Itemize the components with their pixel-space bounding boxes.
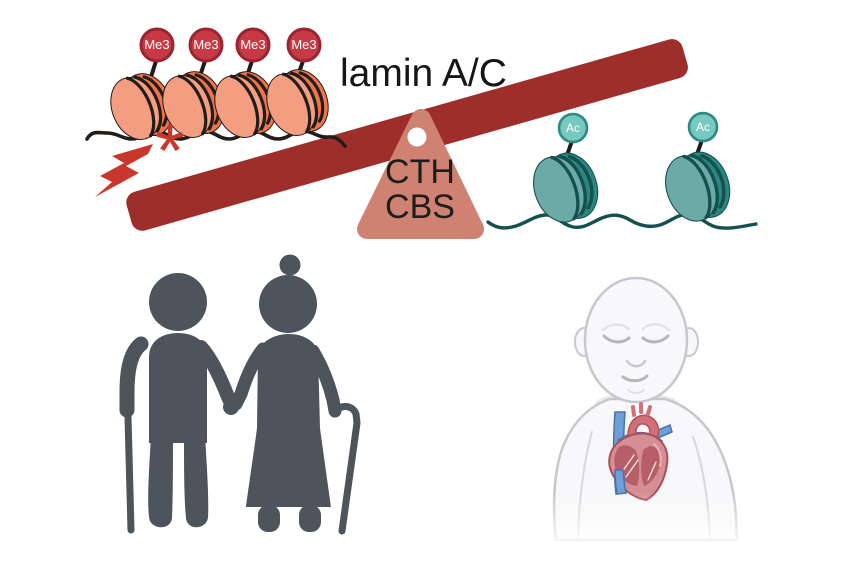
infant-nose — [625, 359, 647, 368]
man-leg — [148, 436, 173, 528]
fulcrum-label-cth: CTH — [385, 153, 455, 191]
man-torso — [149, 333, 207, 443]
elderly-couple-icon — [119, 251, 361, 535]
closed-eye — [641, 334, 670, 344]
lightning-bolt-icon — [95, 144, 153, 197]
infant-with-heart-icon — [540, 276, 755, 554]
chordae-lines — [621, 454, 657, 481]
woman-foot — [299, 505, 321, 532]
ac-label: Ac — [565, 121, 580, 135]
fulcrum-triangle — [357, 109, 484, 239]
man-head — [149, 273, 207, 331]
elderly-woman — [223, 251, 361, 535]
man-left-arm — [119, 336, 149, 418]
fulcrum-label-cbs: CBS — [385, 188, 455, 226]
nucleosome-methylated — [256, 59, 339, 146]
woman-head — [259, 275, 317, 333]
man-cane — [124, 413, 135, 534]
woman-left-arm — [229, 342, 270, 411]
elderly-man — [119, 273, 239, 534]
aorta-branches — [631, 402, 652, 417]
woman-dress — [246, 334, 331, 507]
methylated-chromatin: * — [85, 27, 347, 197]
man-leg — [184, 436, 209, 528]
woman-bun — [276, 251, 304, 279]
acetylated-chromatin — [486, 111, 758, 232]
closed-eye — [602, 334, 631, 344]
me3-label: Me3 — [291, 37, 317, 52]
clasped-hands — [223, 399, 239, 415]
heart-highlight — [653, 443, 662, 467]
me3-label: Me3 — [144, 37, 170, 52]
brow-crease — [601, 323, 671, 332]
infant-head — [583, 276, 689, 404]
heart-chamber-right — [641, 446, 661, 486]
woman-foot — [258, 505, 280, 532]
woman-right-arm — [306, 344, 342, 418]
me3-label: Me3 — [240, 37, 266, 52]
man-right-arm — [194, 340, 239, 412]
bottom-fade — [540, 492, 755, 554]
damage-asterisk: * — [156, 109, 185, 192]
ac-label: Ac — [695, 120, 710, 134]
fulcrum — [357, 109, 484, 239]
anatomical-heart — [608, 402, 673, 502]
woman-cane — [330, 403, 361, 535]
me3-label: Me3 — [193, 37, 219, 52]
lamin-ac-label: lamin A/C — [340, 52, 507, 95]
chin-crease — [627, 389, 645, 394]
fulcrum-hole — [407, 127, 427, 147]
infant-mouth — [621, 374, 649, 383]
nucleosome-acetylated — [655, 142, 741, 231]
